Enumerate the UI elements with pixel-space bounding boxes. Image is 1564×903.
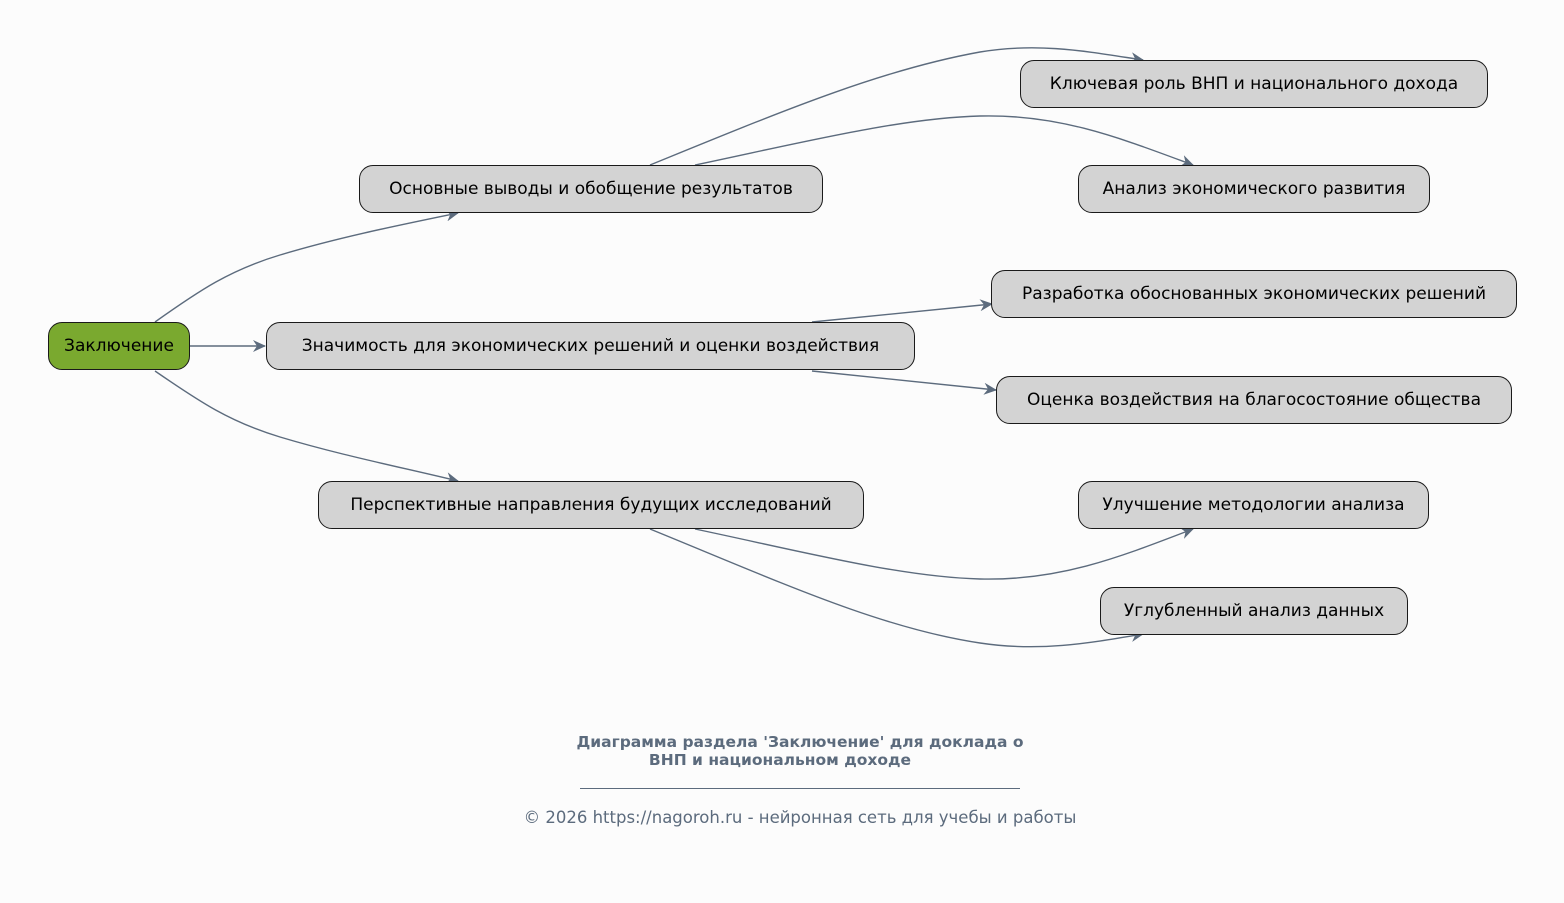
caption-divider (580, 788, 1020, 789)
edge-n1-n1b (694, 115, 1194, 167)
edge-n2-n2a (811, 299, 993, 323)
node-root[interactable]: Заключение (48, 322, 190, 370)
edge-root-n1 (154, 209, 459, 323)
edge-root-n3 (154, 370, 459, 485)
node-key-role-gnp[interactable]: Ключевая роль ВНП и национального дохода (1020, 60, 1488, 108)
node-methodology[interactable]: Улучшение методологии анализа (1078, 481, 1429, 529)
node-main-conclusions[interactable]: Основные выводы и обобщение результатов (359, 165, 823, 213)
node-welfare-impact[interactable]: Оценка воздействия на благосостояние общ… (996, 376, 1512, 424)
edge-n1-n1a (649, 47, 1144, 166)
footer-copyright: © 2026 https://nagoroh.ru - нейронная се… (523, 808, 1077, 827)
caption-line-2: ВНП и национальном доходе (648, 751, 912, 769)
node-economic-decisions[interactable]: Разработка обоснованных экономических ре… (991, 270, 1517, 318)
edge-n3-n3b (649, 528, 1144, 648)
edge-n3-n3a (694, 527, 1194, 580)
edge-n2-n2b (811, 370, 997, 395)
node-significance[interactable]: Значимость для экономических решений и о… (266, 322, 915, 370)
node-future-research[interactable]: Перспективные направления будущих исслед… (318, 481, 864, 529)
caption-line-1: Диаграмма раздела 'Заключение' для докла… (576, 733, 1024, 751)
node-economic-development[interactable]: Анализ экономического развития (1078, 165, 1430, 213)
node-data-analysis[interactable]: Углубленный анализ данных (1100, 587, 1408, 635)
